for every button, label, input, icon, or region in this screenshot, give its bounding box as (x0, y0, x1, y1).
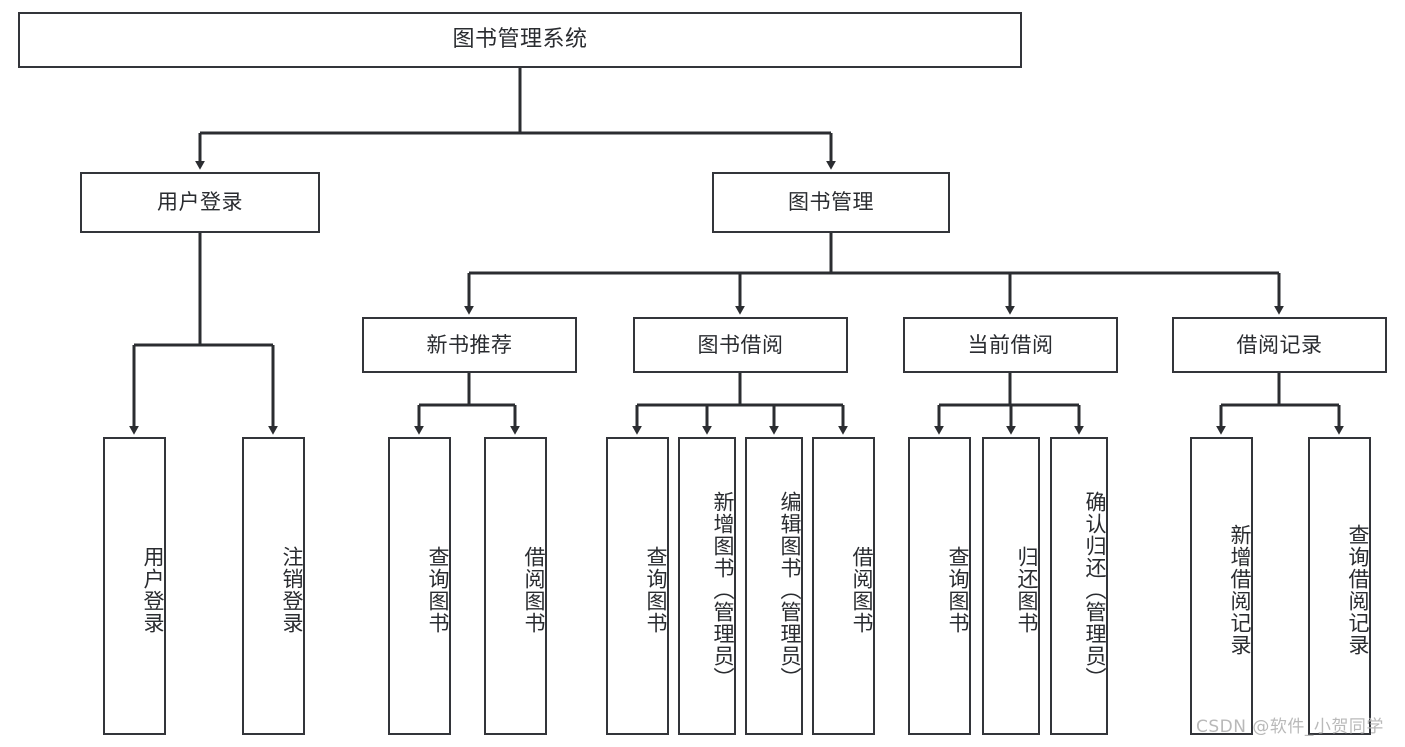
node-leaf-add-borrow-record[interactable]: 新增借阅记录 (1190, 437, 1253, 735)
node-current-borrow[interactable]: 当前借阅 (903, 317, 1118, 373)
node-new-book-recommend-label: 新书推荐 (426, 332, 513, 357)
node-user-login[interactable]: 用户登录 (80, 172, 320, 233)
node-leaf-edit-book-label: 编辑图书（管理员） (778, 491, 802, 689)
node-leaf-query-book-recommend[interactable]: 查询图书 (388, 437, 451, 735)
watermark-text: CSDN @软件_小贺同学 (1196, 717, 1384, 737)
node-leaf-query-book-borrow[interactable]: 查询图书 (606, 437, 669, 735)
node-root-system[interactable]: 图书管理系统 (18, 12, 1022, 68)
node-leaf-query-borrow-record-label: 查询借阅记录 (1346, 524, 1370, 656)
node-leaf-add-borrow-record-label: 新增借阅记录 (1228, 524, 1252, 656)
node-leaf-user-logout[interactable]: 注销登录 (242, 437, 305, 735)
node-root-label: 图书管理系统 (452, 27, 588, 53)
node-leaf-user-logout-label: 注销登录 (280, 546, 304, 634)
node-book-borrow[interactable]: 图书借阅 (633, 317, 848, 373)
node-book-borrow-label: 图书借阅 (697, 332, 784, 357)
node-book-manage[interactable]: 图书管理 (712, 172, 950, 233)
node-leaf-add-book-label: 新增图书（管理员） (711, 491, 735, 689)
node-leaf-confirm-return[interactable]: 确认归还（管理员） (1050, 437, 1108, 735)
node-leaf-query-book-borrow-label: 查询图书 (644, 546, 668, 634)
node-borrow-record[interactable]: 借阅记录 (1172, 317, 1387, 373)
node-leaf-borrow-book[interactable]: 借阅图书 (812, 437, 875, 735)
node-current-borrow-label: 当前借阅 (967, 332, 1054, 357)
node-leaf-borrow-book-label: 借阅图书 (850, 546, 874, 634)
node-leaf-confirm-return-label: 确认归还（管理员） (1083, 491, 1107, 689)
node-leaf-user-login[interactable]: 用户登录 (103, 437, 166, 735)
node-leaf-user-login-label: 用户登录 (141, 546, 165, 634)
node-leaf-query-borrow-record[interactable]: 查询借阅记录 (1308, 437, 1371, 735)
node-leaf-return-book[interactable]: 归还图书 (982, 437, 1040, 735)
node-leaf-query-book-current[interactable]: 查询图书 (908, 437, 971, 735)
node-new-book-recommend[interactable]: 新书推荐 (362, 317, 577, 373)
node-leaf-return-book-label: 归还图书 (1015, 546, 1039, 634)
node-borrow-record-label: 借阅记录 (1236, 332, 1323, 357)
node-leaf-edit-book[interactable]: 编辑图书（管理员） (745, 437, 803, 735)
node-leaf-add-book[interactable]: 新增图书（管理员） (678, 437, 736, 735)
node-leaf-query-book-recommend-label: 查询图书 (426, 546, 450, 634)
node-leaf-query-book-current-label: 查询图书 (946, 546, 970, 634)
node-leaf-borrow-book-recommend[interactable]: 借阅图书 (484, 437, 547, 735)
node-book-manage-label: 图书管理 (788, 190, 874, 215)
node-user-login-label: 用户登录 (157, 190, 243, 215)
node-leaf-borrow-book-recommend-label: 借阅图书 (522, 546, 546, 634)
